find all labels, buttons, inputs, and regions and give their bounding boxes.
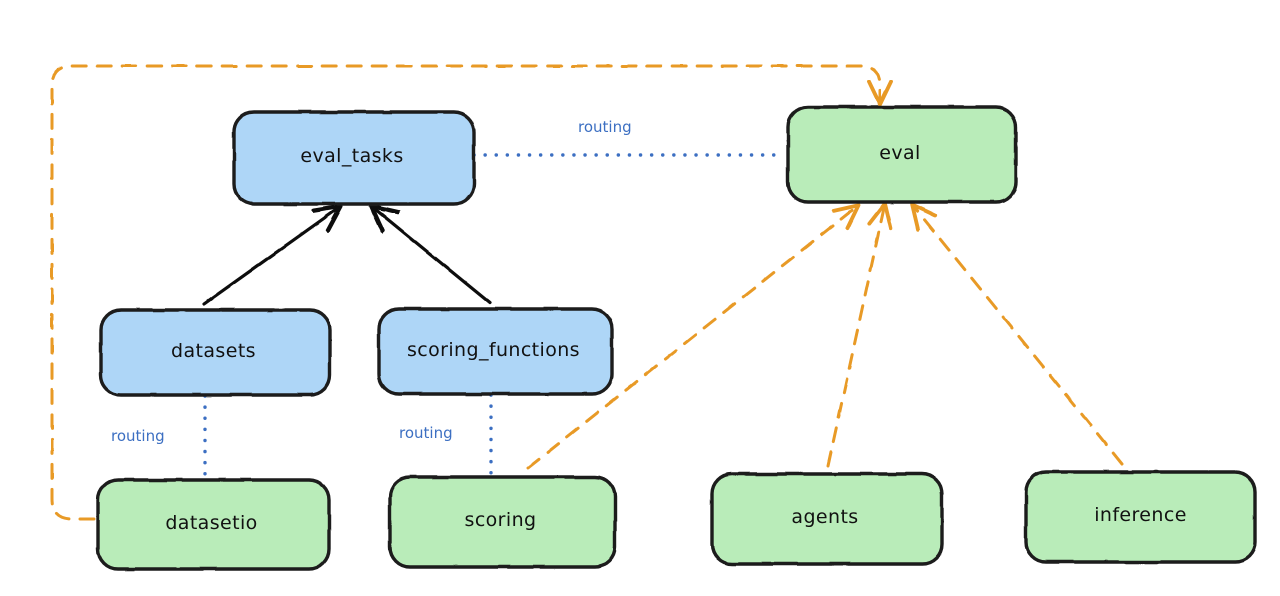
edge-scoring-functions-to-eval-tasks <box>375 209 492 305</box>
edge-inference-to-eval <box>915 208 1124 466</box>
node-agents[interactable] <box>710 472 944 566</box>
node-scoring-functions[interactable] <box>377 307 614 396</box>
edge-agents-to-eval <box>826 208 884 468</box>
node-scoring[interactable] <box>388 475 617 569</box>
nodes-layer <box>96 105 1257 571</box>
node-eval[interactable] <box>786 105 1018 204</box>
node-datasets[interactable] <box>99 308 332 397</box>
node-datasetio[interactable] <box>96 478 331 571</box>
edges-layer <box>50 64 1124 521</box>
edge-scoring-to-eval <box>526 208 855 470</box>
edge-datasets-to-eval-tasks <box>202 209 337 306</box>
node-eval-tasks[interactable] <box>232 110 476 206</box>
node-inference[interactable] <box>1024 470 1257 564</box>
edge-datasetio-to-eval <box>50 64 880 521</box>
